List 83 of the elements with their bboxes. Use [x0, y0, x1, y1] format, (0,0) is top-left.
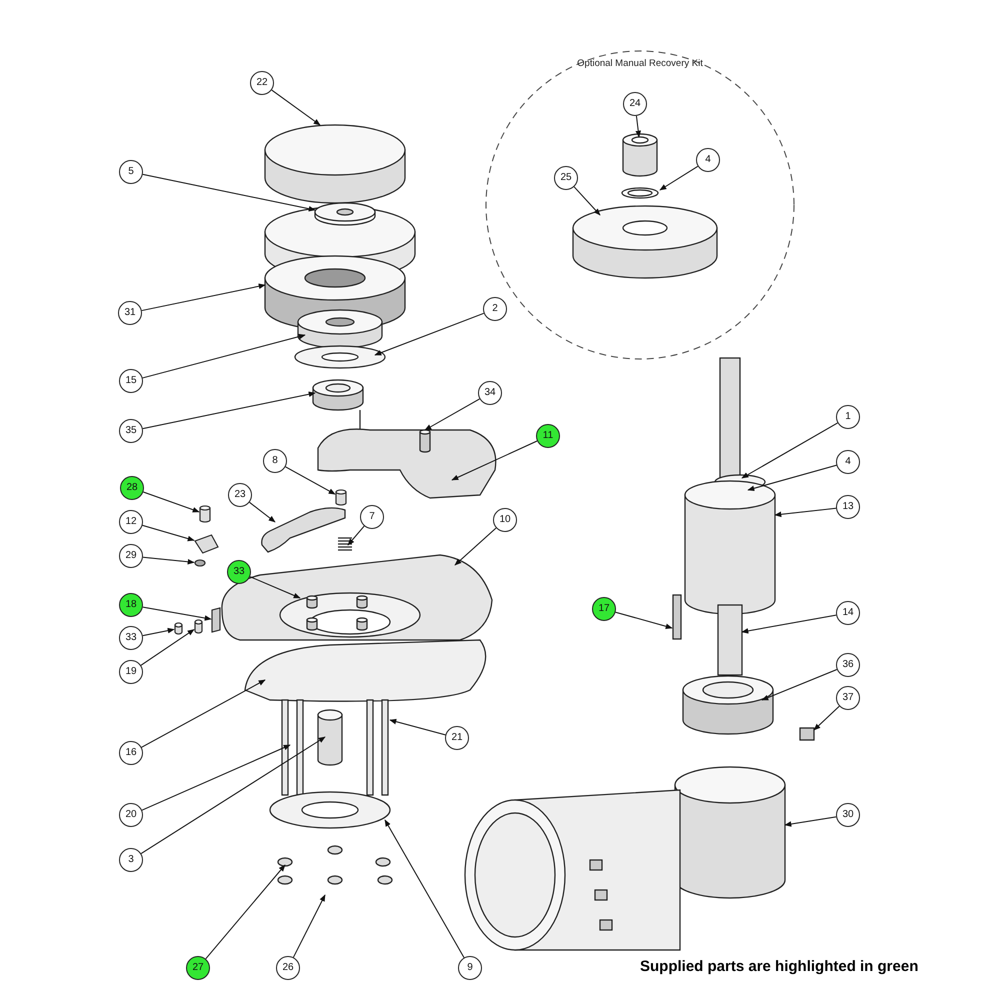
leader-line — [292, 894, 326, 958]
leader-line — [141, 680, 266, 748]
callout-number: 12 — [119, 510, 143, 534]
callout-number: 36 — [836, 653, 860, 677]
callout-number: 25 — [554, 166, 578, 190]
callout-number: 19 — [119, 660, 143, 684]
leader-line — [205, 864, 286, 960]
callout-number: 30 — [836, 803, 860, 827]
callout-number: 33 — [227, 560, 251, 584]
leader-line — [741, 422, 838, 478]
callout-number: 21 — [445, 726, 469, 750]
leader-line — [140, 629, 195, 666]
leader-line — [574, 186, 600, 216]
leader-line — [741, 614, 837, 634]
callout-number: 4 — [696, 148, 720, 172]
screw-part — [174, 622, 183, 635]
callout-number: 27 — [186, 956, 210, 980]
leader-line — [747, 464, 837, 491]
leader-line — [761, 669, 838, 700]
callout-number: 18 — [119, 593, 143, 617]
leader-line — [141, 744, 291, 811]
kit-title: Optional Manual Recovery Kit — [576, 58, 704, 69]
leader-line — [659, 166, 698, 190]
screw-part — [335, 489, 347, 506]
callout-number: 33 — [119, 626, 143, 650]
callout-number: 13 — [836, 495, 860, 519]
screw-part — [194, 619, 203, 634]
callout-number: 1 — [836, 405, 860, 429]
leader-line — [142, 628, 175, 636]
leader-line — [142, 524, 195, 542]
leader-line — [615, 612, 673, 629]
callout-number: 22 — [250, 71, 274, 95]
leader-line — [249, 502, 276, 522]
callout-number: 37 — [836, 686, 860, 710]
callout-number: 16 — [119, 741, 143, 765]
leader-line — [389, 718, 446, 736]
leader-line — [141, 284, 266, 312]
callout-number: 5 — [119, 160, 143, 184]
leader-line — [142, 606, 212, 621]
leader-line — [348, 526, 365, 546]
leader-line — [271, 90, 321, 126]
leader-line — [142, 492, 200, 512]
clamp-block-part — [194, 534, 219, 554]
callout-number: 4 — [836, 450, 860, 474]
leader-line — [454, 528, 497, 566]
leader-line — [250, 576, 301, 598]
callout-number: 10 — [493, 508, 517, 532]
callout-number: 9 — [458, 956, 482, 980]
leader-line — [774, 508, 837, 518]
leader-line — [142, 334, 306, 378]
callout-number: 31 — [118, 301, 142, 325]
callout-number: 23 — [228, 483, 252, 507]
callout-number: 3 — [119, 848, 143, 872]
leader-line — [451, 440, 538, 480]
nut-part — [194, 559, 206, 567]
leader-line — [784, 816, 837, 827]
leader-line — [140, 736, 326, 854]
callout-number: 11 — [536, 424, 560, 448]
leader-line — [285, 466, 336, 495]
leader-line — [384, 819, 465, 958]
callout-number: 15 — [119, 369, 143, 393]
leader-line — [374, 312, 484, 356]
leader-line — [635, 115, 642, 138]
callout-number: 26 — [276, 956, 300, 980]
callout-number: 20 — [119, 803, 143, 827]
note-text: Supplied parts are highlighted in green — [640, 958, 918, 975]
leader-line — [142, 556, 195, 565]
callout-number: 34 — [478, 381, 502, 405]
callout-number: 17 — [592, 597, 616, 621]
screw-part — [199, 505, 211, 523]
leader-line — [814, 706, 840, 730]
leader-line — [142, 392, 316, 430]
callout-number: 8 — [263, 449, 287, 473]
callout-number: 28 — [120, 476, 144, 500]
leader-line — [142, 174, 316, 212]
leader-line — [424, 398, 480, 430]
callout-number: 35 — [119, 419, 143, 443]
callout-number: 29 — [119, 544, 143, 568]
callout-number: 24 — [623, 92, 647, 116]
callout-number: 14 — [836, 601, 860, 625]
clip-part — [211, 607, 221, 633]
callout-number: 7 — [360, 505, 384, 529]
callout-number: 2 — [483, 297, 507, 321]
